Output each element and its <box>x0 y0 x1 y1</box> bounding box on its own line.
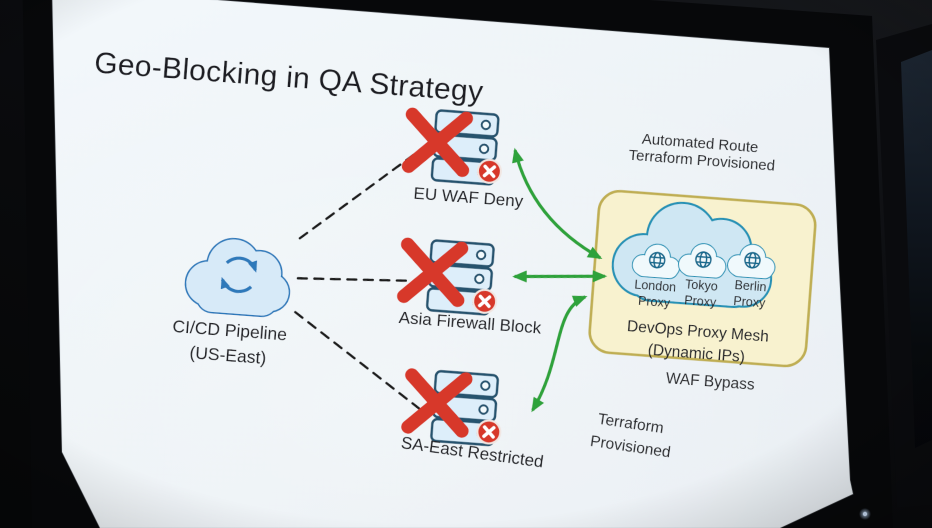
monitor-photo: Geo-Blocking in QA Strategy <box>0 0 932 528</box>
photo-vignette <box>0 0 932 528</box>
